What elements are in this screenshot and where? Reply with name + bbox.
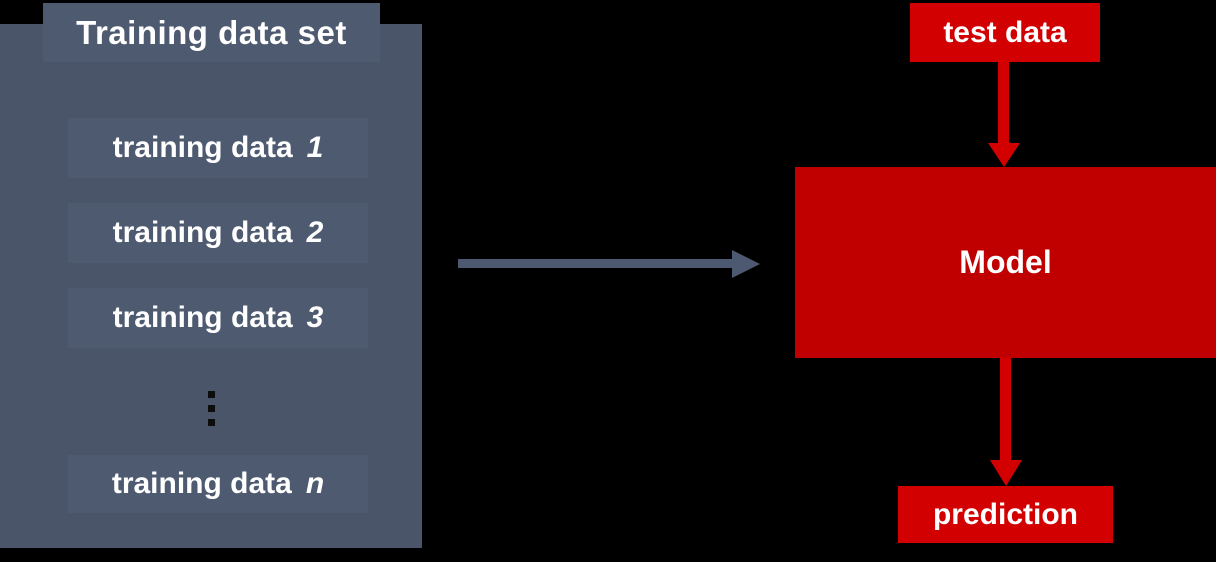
- training-to-model-arrow-head-icon: [732, 250, 760, 278]
- model-label: Model: [959, 244, 1052, 280]
- test-data-box: test data: [910, 3, 1100, 62]
- model-box: Model: [795, 167, 1216, 358]
- training-item-1: training data 1: [68, 118, 368, 178]
- vertical-ellipsis-icon: [206, 391, 216, 426]
- training-item-label: training data: [112, 301, 293, 334]
- training-item-label: training data: [112, 216, 293, 249]
- training-item-label: training data: [112, 131, 293, 164]
- training-set-title: Training data set: [76, 13, 347, 51]
- model-to-prediction-arrow-shaft: [1000, 358, 1011, 462]
- training-item-label: training data: [111, 467, 292, 500]
- testdata-to-model-arrow-head-icon: [988, 143, 1020, 167]
- training-item-3: training data 3: [68, 288, 368, 348]
- training-item-index: n: [305, 467, 325, 500]
- testdata-to-model-arrow-shaft: [998, 62, 1009, 145]
- training-set-header: Training data set: [43, 3, 380, 62]
- training-item-index: 2: [306, 216, 324, 249]
- training-item-index: 3: [306, 301, 324, 334]
- training-item-2: training data 2: [68, 203, 368, 263]
- training-to-model-arrow-shaft: [458, 259, 732, 268]
- training-item-n: training data n: [68, 455, 368, 513]
- training-item-index: 1: [306, 131, 324, 164]
- model-to-prediction-arrow-head-icon: [990, 460, 1022, 486]
- prediction-label: prediction: [932, 497, 1078, 531]
- test-data-label: test data: [943, 15, 1067, 49]
- prediction-box: prediction: [898, 486, 1113, 543]
